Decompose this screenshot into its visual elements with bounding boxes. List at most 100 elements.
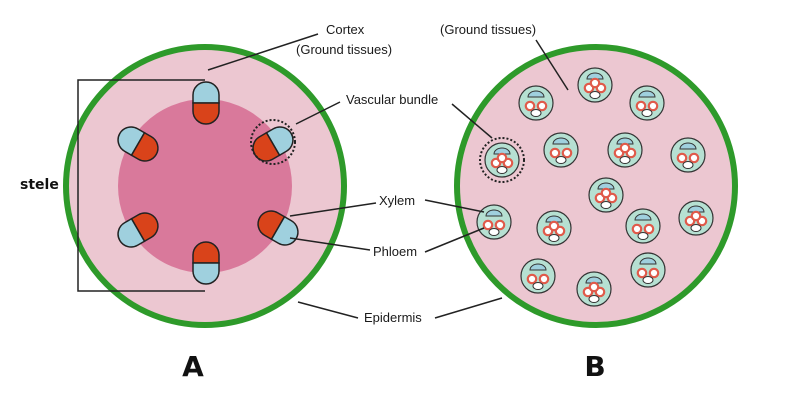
cell-b <box>488 228 500 236</box>
xylem-vessel-b <box>588 281 600 293</box>
leader-phloem-b <box>424 227 485 253</box>
xylem-vessel-b <box>548 220 560 232</box>
leader-epidermis-a <box>297 301 359 319</box>
xylem-vessel-b <box>589 77 601 89</box>
vascular-bundle-a-lower-right <box>257 210 299 246</box>
vascular-bundle-b <box>518 85 554 121</box>
xylem-a <box>252 131 281 162</box>
xylem-vessel-b <box>643 223 655 235</box>
label-phloem: Phloem <box>373 244 417 259</box>
xylem-a <box>192 241 220 264</box>
phloem-a <box>117 126 146 157</box>
cell-b <box>496 166 508 174</box>
label-ground-tissues-b: (Ground tissues) <box>440 22 536 37</box>
vascular-bundle-a-upper-left <box>117 126 159 162</box>
cell-b <box>682 161 694 169</box>
stele-bracket <box>77 79 205 292</box>
vascular-bundle-b <box>536 210 572 246</box>
vascular-bundle-b <box>629 85 665 121</box>
bundle-sheath <box>543 132 579 168</box>
vascular-bundle-b <box>484 142 520 178</box>
highlight-circle-a <box>250 119 296 165</box>
label-vascular-bundle: Vascular bundle <box>346 92 438 107</box>
vascular-bundle-b <box>543 132 579 168</box>
xylem-vessel-b <box>600 187 612 199</box>
phloem-b <box>638 90 656 98</box>
leader-phloem-a <box>289 237 371 251</box>
xylem-vessel-b <box>619 142 631 154</box>
cell-b <box>642 276 654 284</box>
phloem-a <box>192 81 220 104</box>
cell-b <box>555 156 567 164</box>
vascular-bundle-b <box>630 252 666 288</box>
bundle-sheath <box>629 85 665 121</box>
xylem-vessel-b <box>688 152 700 164</box>
vascular-bundle-b <box>577 67 613 103</box>
label-stele: stele <box>20 177 59 193</box>
xylem-vessel-b <box>631 223 643 235</box>
leader-xylem-b <box>424 199 485 213</box>
panel-label-a: A <box>182 350 204 383</box>
xylem-vessel-b <box>538 273 550 285</box>
xylem-vessel-b <box>676 152 688 164</box>
leader-vascular-bundle-b <box>451 103 493 139</box>
bundle-sheath <box>476 204 512 240</box>
xylem-vessel-b <box>496 152 508 164</box>
highlight-circle-b <box>479 137 525 183</box>
vascular-bundle-b <box>607 132 643 168</box>
phloem-b <box>586 72 604 80</box>
vascular-bundle-b <box>520 258 556 294</box>
bundle-sheath <box>630 252 666 288</box>
xylem-vessel-b <box>636 267 648 279</box>
phloem-b <box>634 213 652 221</box>
xylem-a <box>130 131 159 162</box>
cell-b <box>690 224 702 232</box>
phloem-b <box>687 205 705 213</box>
vascular-bundle-a-lower-left <box>117 212 159 248</box>
phloem-b <box>527 90 545 98</box>
phloem-b <box>585 276 603 284</box>
xylem-vessel-b <box>494 219 506 231</box>
xylem-vessel-b <box>648 267 660 279</box>
phloem-b <box>552 137 570 145</box>
diagram-a <box>63 33 377 328</box>
leader-epidermis-b <box>434 297 503 319</box>
cell-b <box>641 109 653 117</box>
vascular-bundle-b <box>678 200 714 236</box>
vascular-bundle-a-bottom <box>192 241 220 285</box>
vascular-bundle-a-top <box>192 81 220 125</box>
vascular-bundle-b <box>576 271 612 307</box>
bundle-sheath <box>670 137 706 173</box>
vascular-bundle-b <box>670 137 706 173</box>
xylem-vessel-b <box>647 100 659 112</box>
vascular-bundle-b <box>625 208 661 244</box>
phloem-b <box>679 142 697 150</box>
vascular-bundle-a-upper-right <box>252 126 294 162</box>
label-ground-tissues-a: (Ground tissues) <box>296 42 392 57</box>
xylem-vessel-b <box>524 100 536 112</box>
xylem-a <box>192 102 220 125</box>
label-cortex: Cortex <box>326 22 365 37</box>
phloem-b <box>639 257 657 265</box>
xylem-vessel-b <box>635 100 647 112</box>
leader-cortex <box>207 33 319 71</box>
diagram-b <box>424 39 738 328</box>
xylem-vessel-b <box>536 100 548 112</box>
phloem-b <box>485 209 503 217</box>
xylem-vessel-b <box>526 273 538 285</box>
label-epidermis: Epidermis <box>364 310 422 325</box>
phloem-b <box>616 137 634 145</box>
xylem-vessel-b <box>549 147 561 159</box>
phloem-b <box>597 182 615 190</box>
cell-b <box>548 234 560 242</box>
stele-a <box>118 99 292 273</box>
cell-b <box>588 295 600 303</box>
cell-b <box>532 282 544 290</box>
vascular-bundles-b <box>476 67 714 307</box>
label-xylem: Xylem <box>379 193 415 208</box>
xylem-vessel-b <box>482 219 494 231</box>
xylem-a <box>130 212 159 243</box>
phloem-b <box>493 147 511 155</box>
phloem-a <box>192 262 220 285</box>
